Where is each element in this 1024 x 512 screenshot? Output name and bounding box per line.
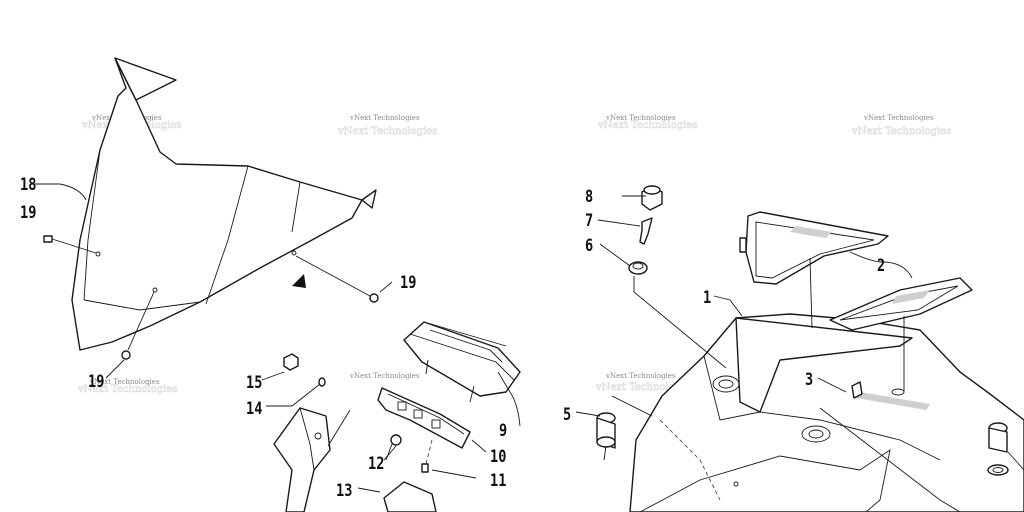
ignition-switch-6: [628, 261, 648, 275]
callout-19-right: 19: [400, 273, 416, 293]
ignition-key-7: [639, 217, 653, 245]
callout-10: 10: [490, 447, 506, 467]
washer-19-bottom: [121, 291, 155, 360]
bolt-12: [385, 434, 402, 461]
watermark-ghost-3: vNext Technologies: [597, 120, 697, 131]
callout-11: 11: [490, 471, 506, 491]
vent-panel-lower: [829, 277, 973, 331]
callout-15: 15: [246, 373, 262, 393]
key-cap-8: [641, 185, 663, 211]
callout-13: 13: [336, 481, 352, 501]
watermark-ghost-7: vNext Technologies: [595, 382, 695, 393]
switch-3: [851, 381, 863, 399]
watermark-6: vNext Technologies: [349, 372, 420, 380]
callout-12: 12: [368, 454, 384, 474]
washer-14: [318, 377, 326, 387]
watermark-5: vNext Technologies: [89, 378, 160, 386]
watermark-4: vNext Technologies: [863, 114, 934, 122]
callout-7: 7: [585, 211, 593, 231]
windshield-part: [71, 57, 377, 351]
callout-5: 5: [563, 405, 571, 425]
callout-19-bottom: 19: [88, 372, 104, 392]
vent-panel-upper: [739, 211, 889, 285]
screw-19-left: [43, 235, 97, 254]
sensor-part-5: [596, 412, 616, 461]
watermark-3: vNext Technologies: [605, 114, 676, 122]
instrument-gauge-part: [403, 321, 521, 403]
callout-19-left: 19: [20, 203, 36, 223]
power-outlet-part: [987, 422, 1009, 476]
watermark-7: vNext Technologies: [605, 372, 676, 380]
mounting-bracket-part: [273, 407, 437, 512]
gauge-bracket-part: [377, 387, 471, 449]
callout-1: 1: [703, 288, 711, 308]
watermark-ghost-4: vNext Technologies: [851, 126, 951, 137]
callout-9: 9: [499, 421, 507, 441]
nut-15: [283, 353, 299, 371]
callout-18: 18: [20, 175, 36, 195]
callout-2: 2: [877, 256, 885, 276]
arrow-indicator: [292, 274, 306, 288]
callout-14: 14: [246, 399, 262, 419]
callout-6: 6: [585, 236, 593, 256]
watermark-ghost-2: vNext Technologies: [337, 126, 437, 137]
watermark-2: vNext Technologies: [349, 114, 420, 122]
callout-3: 3: [805, 370, 813, 390]
callout-8: 8: [585, 187, 593, 207]
screw-11: [421, 439, 433, 473]
callout-labels: 18 19 19 19 15 14 12 13 9 10 11 8 7 6 5 …: [20, 175, 885, 501]
watermark-ghost-5: vNext Technologies: [77, 384, 177, 395]
screw-19-right: [295, 255, 379, 303]
leader-lines: [34, 183, 1024, 512]
